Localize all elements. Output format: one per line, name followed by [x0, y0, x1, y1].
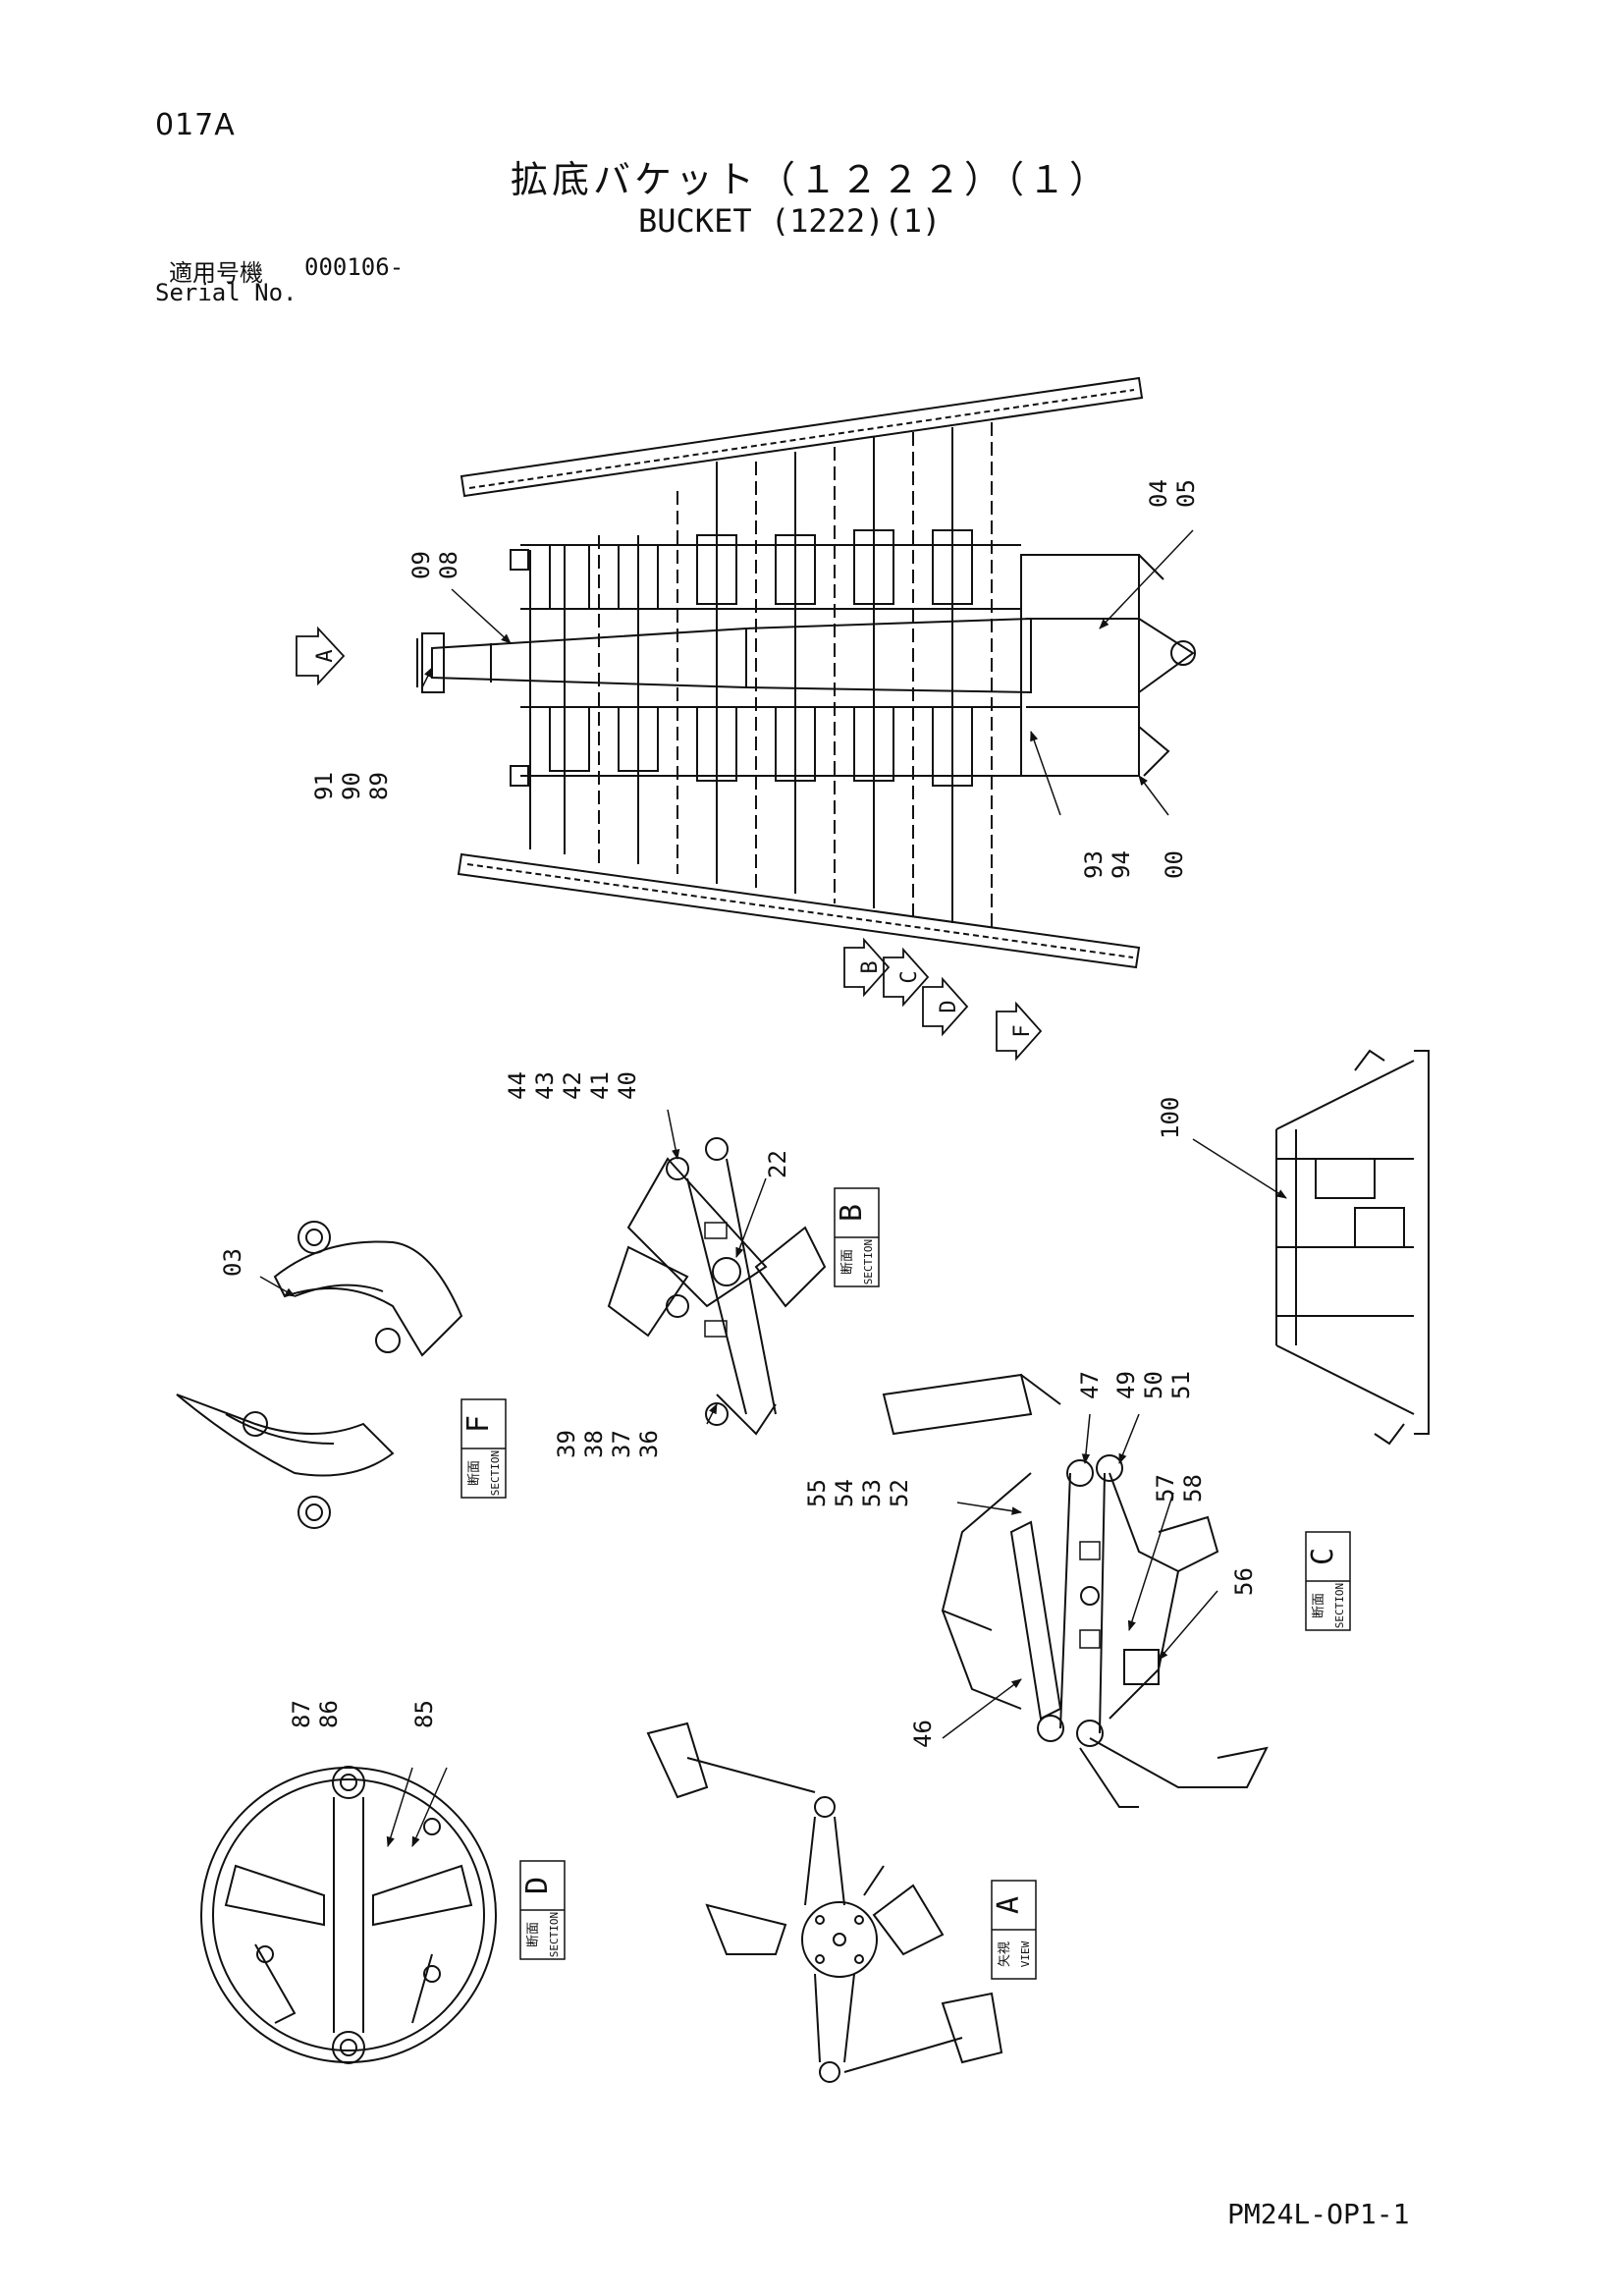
- part-51: 51: [1167, 1371, 1195, 1399]
- part-03: 03: [219, 1248, 246, 1277]
- part-46: 46: [909, 1720, 937, 1748]
- document-code: PM24L-OP1-1: [1227, 2198, 1410, 2230]
- section-d-word: SECTION: [548, 1912, 561, 1957]
- section-c-kanji: 断面: [1312, 1593, 1326, 1618]
- part-40: 40: [614, 1071, 641, 1100]
- section-c-view: [882, 1373, 1269, 1808]
- part-38: 38: [580, 1430, 608, 1458]
- section-d-kanji: 断面: [526, 1922, 541, 1947]
- marker-c-letter: C: [897, 970, 922, 983]
- part-44: 44: [504, 1071, 531, 1100]
- marker-f-letter: F: [1010, 1024, 1035, 1037]
- view-a-word: VIEW: [1019, 1941, 1032, 1967]
- section-b-letter: B: [835, 1204, 869, 1222]
- section-b-word: SECTION: [862, 1239, 875, 1285]
- part-58: 58: [1179, 1474, 1207, 1503]
- part-36: 36: [635, 1430, 663, 1458]
- part-49: 49: [1112, 1371, 1140, 1399]
- section-f-letter: F: [461, 1415, 496, 1433]
- view-a-view: [646, 1722, 1003, 2083]
- part-53: 53: [858, 1479, 886, 1507]
- part-04: 04: [1145, 479, 1172, 508]
- view-a-kanji: 矢視: [998, 1941, 1012, 1967]
- serial-value: 000106-: [304, 253, 405, 281]
- section-b-view: [607, 1137, 827, 1436]
- main-bucket-view: [416, 376, 1196, 969]
- part-90: 90: [338, 772, 365, 800]
- section-f-kanji: 断面: [467, 1460, 482, 1486]
- part-87: 87: [288, 1700, 315, 1728]
- part-89: 89: [365, 772, 393, 800]
- view-marker-letters: A B C D F: [313, 649, 1035, 1037]
- part-00: 00: [1161, 850, 1188, 879]
- part-55: 55: [803, 1479, 831, 1507]
- section-tag-texts: B 断面 SECTION C 断面 SECTION F 断面 SECTION D…: [461, 1204, 1346, 1967]
- part-41: 41: [586, 1071, 614, 1100]
- section-f-view: [176, 1221, 463, 1529]
- part-54: 54: [831, 1479, 858, 1507]
- section-b-kanji: 断面: [840, 1249, 855, 1275]
- part-42: 42: [559, 1071, 586, 1100]
- part-47: 47: [1076, 1371, 1104, 1399]
- section-tag-boxes: [460, 1187, 1351, 1980]
- section-f-word: SECTION: [489, 1450, 502, 1496]
- part-22: 22: [764, 1150, 791, 1178]
- title-english: BUCKET (1222)(1): [638, 202, 942, 240]
- section-c-letter: C: [1306, 1548, 1340, 1565]
- part-05: 05: [1172, 479, 1200, 508]
- part-50: 50: [1140, 1371, 1167, 1399]
- serial-label-japanese: 適用号機: [169, 259, 263, 287]
- view-marker-arrows: [296, 626, 1043, 1062]
- marker-a-letter: A: [313, 649, 338, 662]
- marker-d-letter: D: [937, 1000, 961, 1012]
- marker-b-letter: B: [858, 960, 883, 973]
- part-85: 85: [410, 1700, 438, 1728]
- serial-label-english: Serial No.: [155, 279, 298, 306]
- section-d-view: [200, 1766, 497, 2064]
- part-56: 56: [1230, 1567, 1258, 1596]
- part-93: 93: [1080, 850, 1108, 879]
- part-number-labels: 09 08 04 05 91 90 89 93 94 00 44 43 42 4…: [219, 479, 1258, 1748]
- part-57: 57: [1152, 1474, 1179, 1503]
- part-08: 08: [435, 551, 462, 579]
- part-100: 100: [1157, 1097, 1184, 1139]
- part-91: 91: [310, 772, 338, 800]
- view-a-letter: A: [992, 1896, 1026, 1914]
- part-43: 43: [531, 1071, 559, 1100]
- leader-lines: [259, 529, 1287, 1848]
- part-52: 52: [886, 1479, 913, 1507]
- title-japanese: 拡底バケット（１２２２）（１）: [511, 158, 1111, 201]
- part-37: 37: [608, 1430, 635, 1458]
- page-code: 017A: [155, 108, 236, 142]
- frame-100-view: [1275, 1049, 1430, 1446]
- section-c-word: SECTION: [1333, 1583, 1346, 1628]
- part-09: 09: [407, 551, 435, 579]
- part-94: 94: [1108, 850, 1135, 879]
- part-86: 86: [315, 1700, 343, 1728]
- section-d-letter: D: [520, 1877, 555, 1894]
- part-39: 39: [553, 1430, 580, 1458]
